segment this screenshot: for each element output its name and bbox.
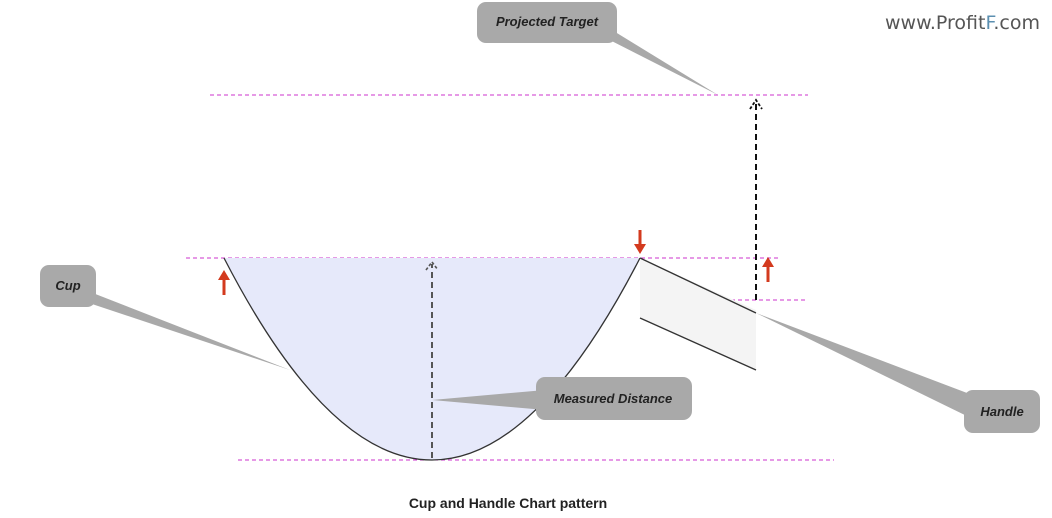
cup-shape — [224, 258, 640, 460]
cup-label: Cup — [55, 278, 80, 293]
brand-suffix: .com — [993, 12, 1040, 34]
handle-lower-edge — [639, 317, 757, 371]
projected-target-callout: Projected Target — [477, 2, 718, 95]
measured-distance-arrow — [425, 260, 439, 458]
arrow-down-icon — [634, 230, 646, 254]
handle-upper-edge — [639, 257, 757, 314]
projected-distance-arrow — [749, 98, 763, 300]
brand-accent: F — [985, 12, 995, 34]
projected-target-label: Projected Target — [496, 14, 599, 29]
brand-prefix: www.Profit — [885, 12, 985, 34]
arrow-up-icon — [762, 257, 774, 282]
cup-outline — [223, 257, 641, 461]
brand-watermark: www.ProfitF.com — [885, 12, 1040, 34]
cup-callout: Cup — [40, 265, 290, 370]
arrow-up-icon — [218, 270, 230, 295]
handle-callout: Handle — [756, 313, 1040, 433]
handle-label: Handle — [980, 404, 1023, 419]
measured-distance-callout: Measured Distance — [432, 377, 692, 420]
handle-shape — [640, 258, 756, 370]
diagram-caption: Cup and Handle Chart pattern — [409, 495, 607, 511]
measured-distance-label: Measured Distance — [554, 391, 673, 406]
